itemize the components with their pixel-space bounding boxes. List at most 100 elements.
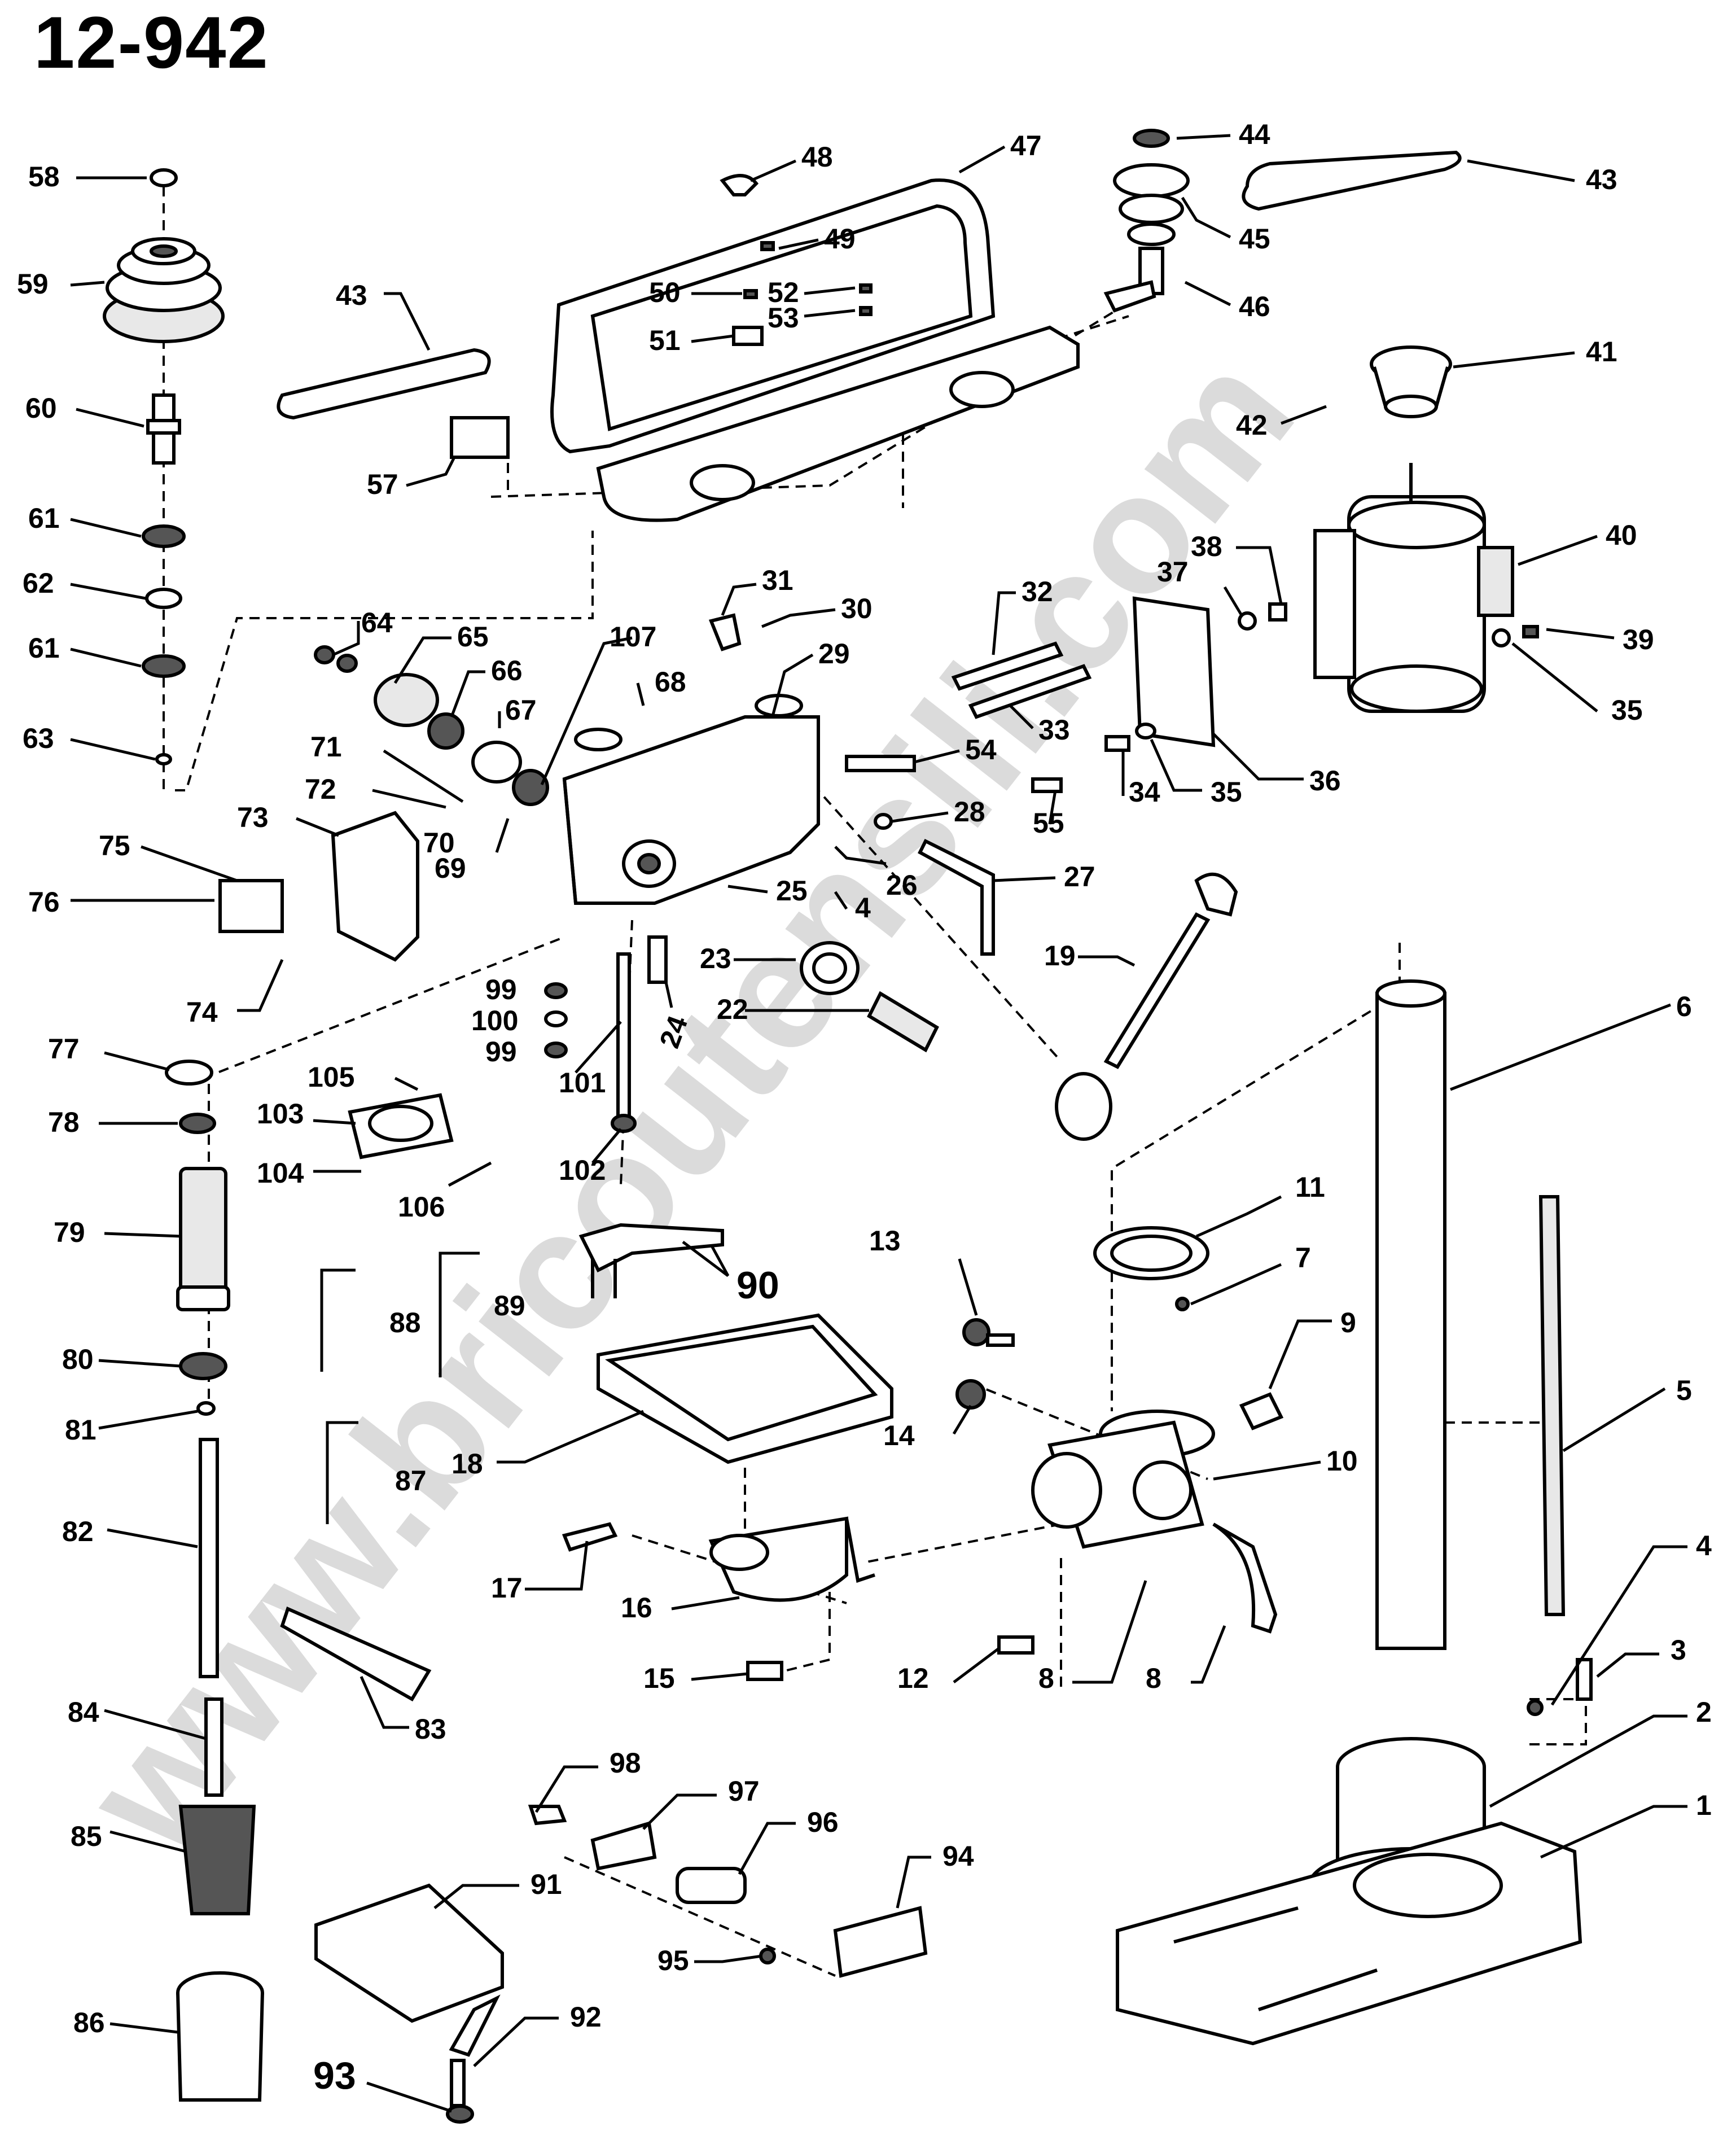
label-10: 10 <box>1326 1445 1358 1477</box>
label-17: 17 <box>491 1572 523 1604</box>
label-88: 88 <box>389 1307 421 1338</box>
label-84: 84 <box>68 1696 99 1728</box>
label-35: 35 <box>1211 776 1242 808</box>
label-62: 62 <box>23 567 54 599</box>
label-58: 58 <box>28 161 60 192</box>
label-72: 72 <box>305 773 336 805</box>
label-70: 70 <box>423 827 455 859</box>
label-91: 91 <box>531 1869 562 1900</box>
label-77: 77 <box>48 1033 80 1065</box>
label-55: 55 <box>1033 807 1064 839</box>
label-90: 90 <box>737 1264 779 1307</box>
label-61: 61 <box>28 632 60 664</box>
label-4: 4 <box>1696 1530 1712 1561</box>
label-48: 48 <box>801 141 833 173</box>
label-66: 66 <box>491 655 523 686</box>
label-49: 49 <box>824 223 856 255</box>
label-80: 80 <box>62 1344 94 1375</box>
label-68: 68 <box>655 666 686 698</box>
assembly-dashed-lines <box>163 186 1587 1977</box>
label-103: 103 <box>257 1098 304 1130</box>
label-27: 27 <box>1064 861 1095 892</box>
label-83: 83 <box>415 1713 446 1745</box>
label-29: 29 <box>818 638 850 670</box>
label-75: 75 <box>99 830 130 861</box>
label-8: 7 <box>1295 1242 1311 1274</box>
label-64: 64 <box>361 607 393 638</box>
label-97: 97 <box>728 1775 760 1807</box>
label-82: 82 <box>62 1516 94 1547</box>
label-26: 26 <box>886 869 918 901</box>
leader-lines <box>70 134 1687 2113</box>
label-40: 40 <box>1606 519 1637 551</box>
label-76: 76 <box>28 886 60 918</box>
label-74: 74 <box>186 996 218 1028</box>
label-86: 86 <box>73 2007 105 2038</box>
label-11: 8 <box>1146 1662 1161 1694</box>
label-100: 100 <box>471 1005 518 1036</box>
label-18: 18 <box>451 1448 483 1480</box>
label-12: 12 <box>897 1662 929 1694</box>
label-41: 41 <box>1586 336 1617 367</box>
label-102: 102 <box>559 1154 606 1186</box>
label-52: 52 <box>768 277 799 308</box>
label-92: 92 <box>570 2001 602 2033</box>
label-43: 43 <box>336 279 367 311</box>
label-57: 57 <box>367 469 398 500</box>
label-3: 3 <box>1671 1634 1686 1666</box>
label-43: 43 <box>1586 164 1617 195</box>
label-50: 50 <box>649 277 681 308</box>
label-60: 60 <box>25 392 57 424</box>
label-104: 104 <box>257 1157 304 1189</box>
watermark-text: www.bricoutensili.com <box>47 320 1329 1887</box>
label-96: 96 <box>807 1806 839 1838</box>
label-9: 9 <box>1340 1307 1356 1338</box>
label-5: 5 <box>1676 1375 1692 1406</box>
label-95: 95 <box>657 1945 689 1976</box>
label-105: 105 <box>308 1061 354 1093</box>
label-14: 14 <box>883 1420 915 1451</box>
label-15: 15 <box>643 1662 675 1694</box>
label-8: 8 <box>1038 1662 1054 1694</box>
diagram-title: 12-942 <box>34 1 269 84</box>
label-39: 39 <box>1623 624 1654 655</box>
label-25: 25 <box>776 875 808 907</box>
label-37: 37 <box>1157 556 1189 588</box>
label-99: 99 <box>485 974 517 1005</box>
label-93: 93 <box>313 2054 356 2097</box>
label-38: 38 <box>1191 531 1222 562</box>
label-54: 54 <box>965 734 997 765</box>
label-47: 47 <box>1010 130 1042 161</box>
label-42: 42 <box>1236 409 1268 441</box>
label-19: 19 <box>1044 940 1076 972</box>
label-79: 79 <box>54 1217 85 1248</box>
label-13: 13 <box>869 1225 901 1257</box>
label-51: 51 <box>649 325 681 356</box>
label-98: 98 <box>610 1747 641 1779</box>
label-31: 31 <box>762 565 794 596</box>
label-22: 22 <box>717 994 748 1025</box>
part-labels: 58 59 60 61 62 61 63 43 48 47 49 50 52 5… <box>17 119 1712 2097</box>
label-85: 85 <box>71 1821 102 1852</box>
label-61: 61 <box>28 502 60 534</box>
label-65: 65 <box>457 621 489 653</box>
label-45: 45 <box>1239 223 1270 255</box>
label-67: 67 <box>505 694 537 726</box>
label-63: 63 <box>23 723 54 754</box>
label-69: 69 <box>435 852 466 884</box>
label-23: 23 <box>700 943 731 974</box>
label-30: 30 <box>841 593 873 624</box>
label-59: 59 <box>17 268 49 300</box>
label-7: 11 <box>1295 1171 1325 1203</box>
label-71: 71 <box>310 731 342 763</box>
label-81: 81 <box>65 1414 97 1446</box>
label-2: 2 <box>1696 1696 1712 1728</box>
label-89: 89 <box>494 1290 525 1322</box>
parts <box>103 129 1593 2124</box>
label-106: 106 <box>398 1191 445 1223</box>
label-53: 53 <box>768 302 799 334</box>
label-35: 35 <box>1611 694 1643 726</box>
label-6: 6 <box>1676 991 1692 1022</box>
label-1: 1 <box>1696 1789 1712 1821</box>
